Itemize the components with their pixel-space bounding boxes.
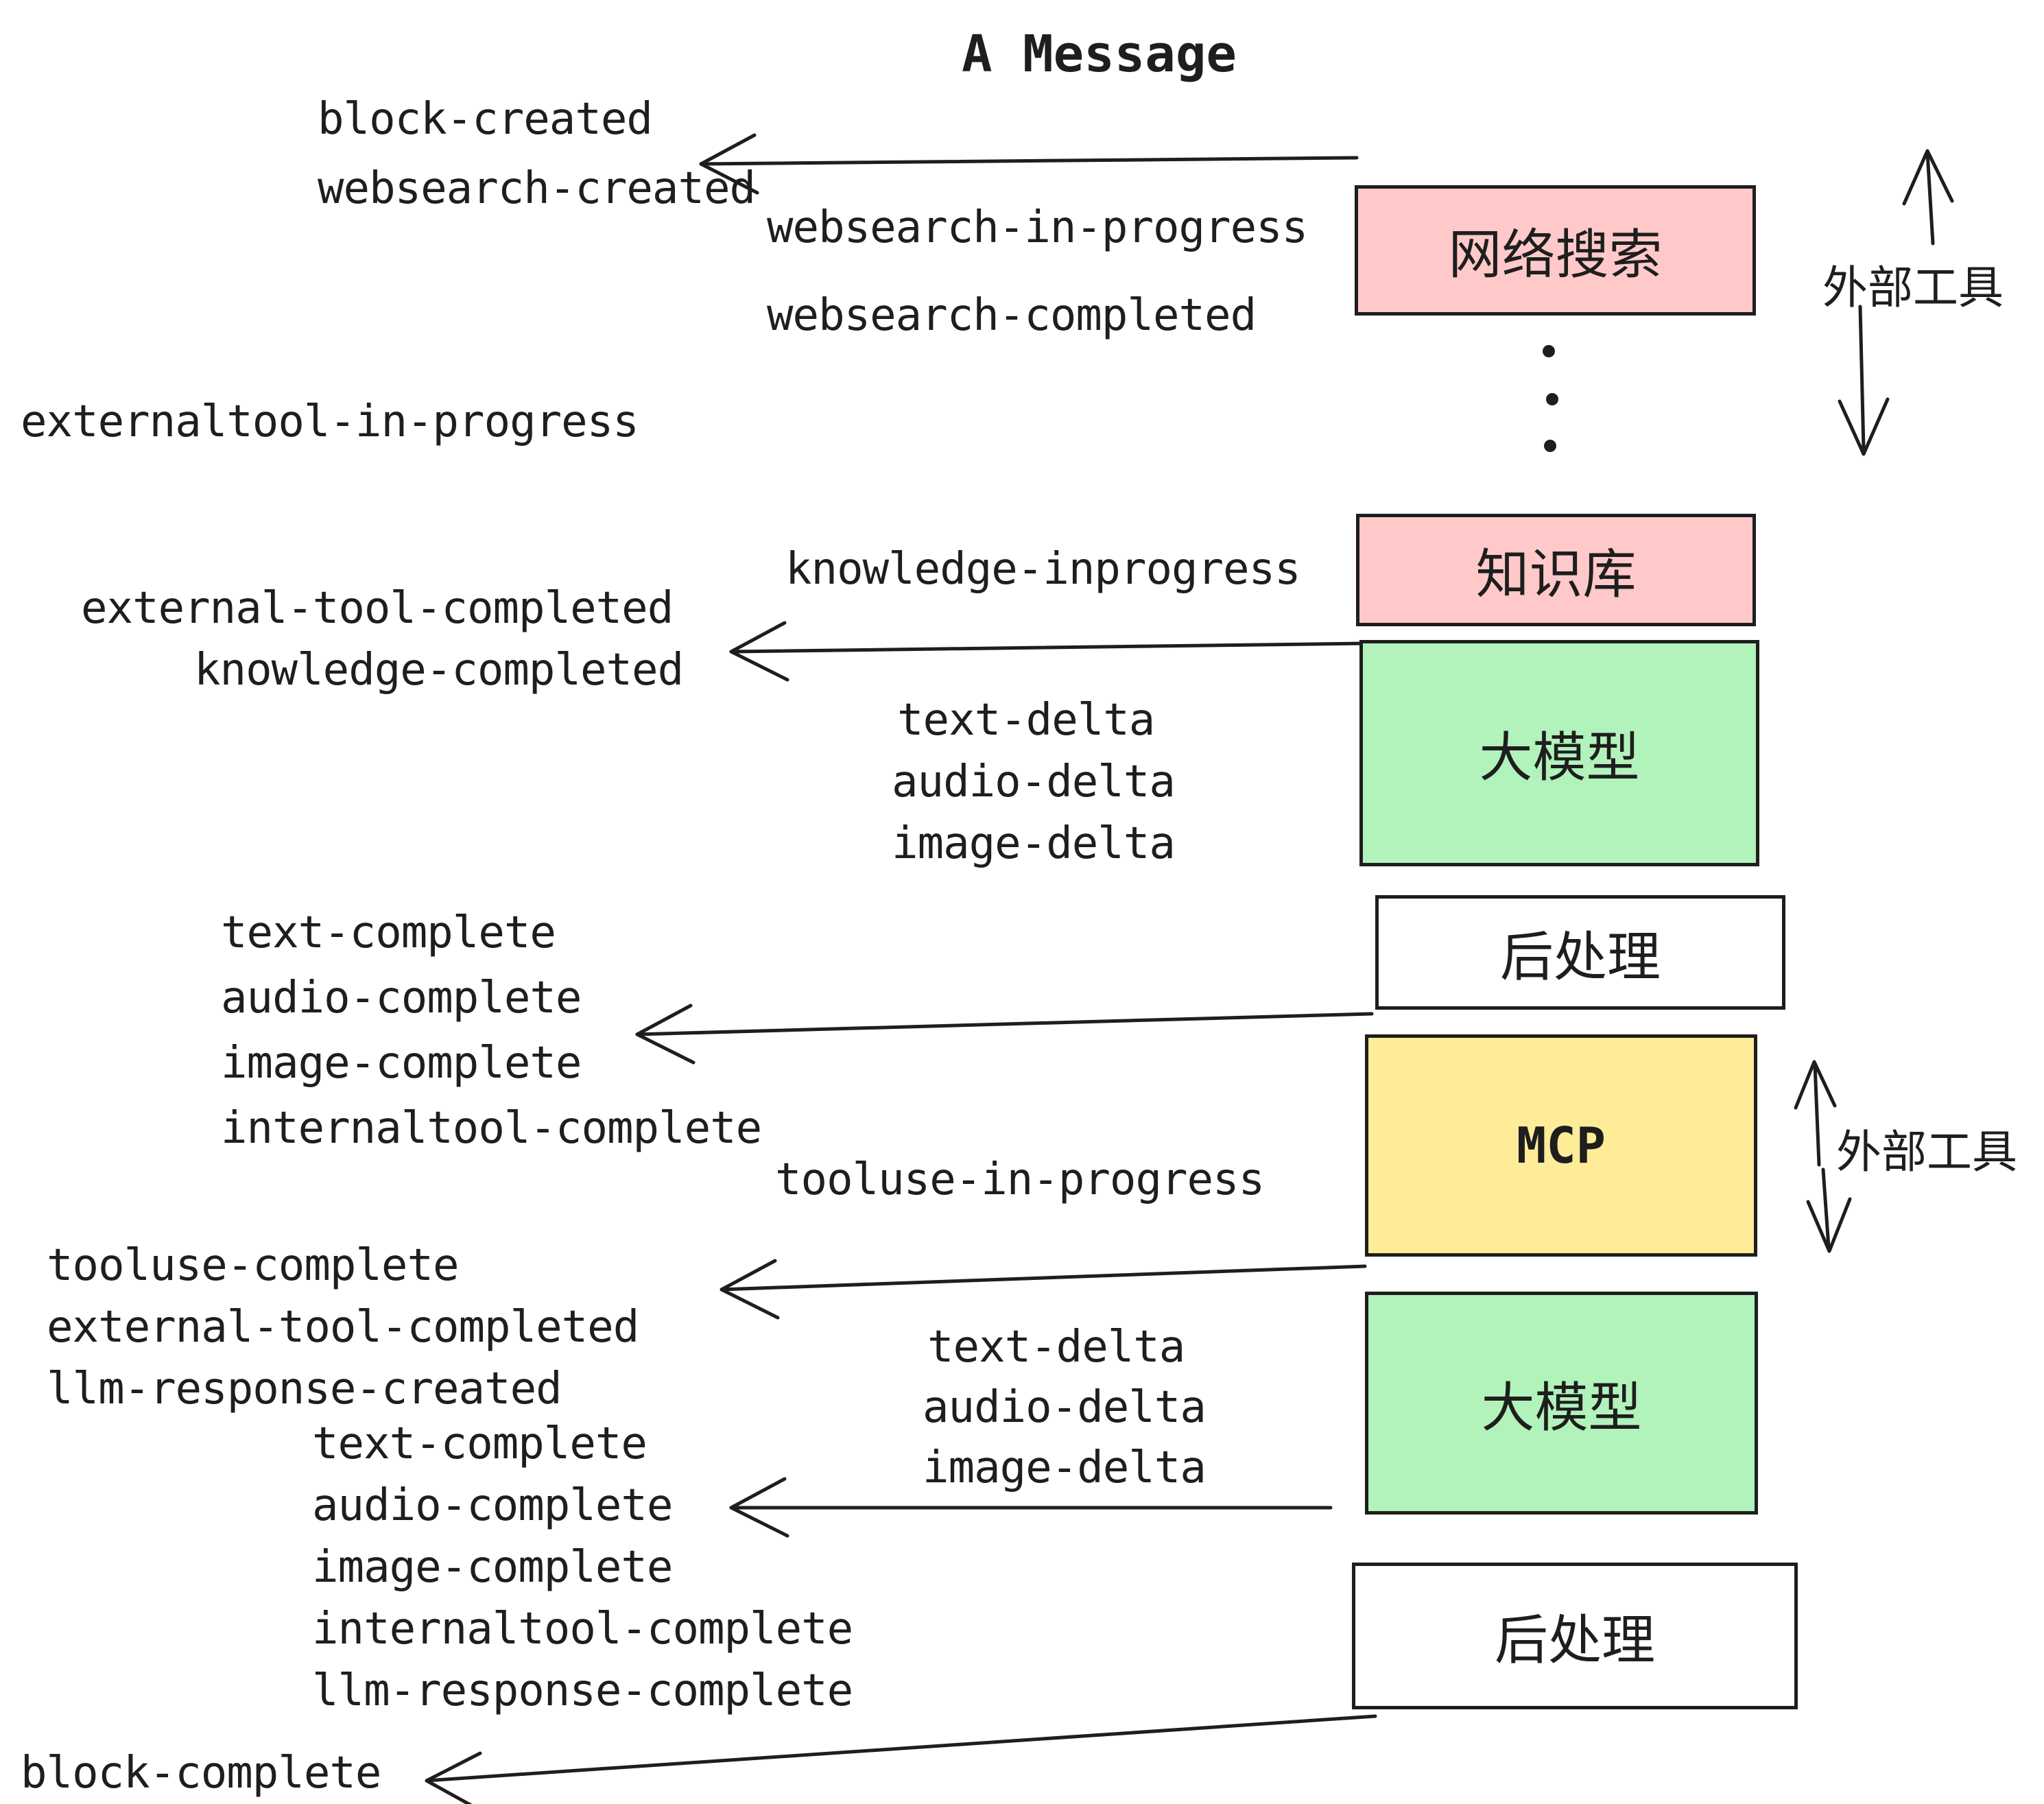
arrow-to-image-complete bbox=[635, 1004, 1374, 1065]
box-postprocess-1-label: 后处理 bbox=[1499, 926, 1661, 987]
box-websearch-label: 网络搜索 bbox=[1448, 224, 1663, 285]
external-tools-top-up-arrow bbox=[1902, 149, 1954, 246]
diagram-title: A Message bbox=[962, 25, 1237, 84]
external-tools-top-label: 外部工具 bbox=[1822, 262, 2004, 313]
event-label-external-tool-completed-1: external-tool-completed bbox=[81, 583, 674, 634]
external-tools-bottom-up-arrow bbox=[1794, 1060, 1837, 1167]
event-label-image-delta-2: image-delta bbox=[923, 1443, 1207, 1493]
event-label-knowledge-inprogress: knowledge-inprogress bbox=[785, 544, 1301, 595]
box-llm-1-label: 大模型 bbox=[1479, 727, 1640, 787]
box-postprocess-2-label: 后处理 bbox=[1494, 1610, 1655, 1670]
box-knowledge: 知识库 bbox=[1356, 514, 1756, 626]
box-knowledge-label: 知识库 bbox=[1475, 544, 1637, 604]
event-label-image-complete-2: image-complete bbox=[312, 1542, 673, 1593]
event-label-block-complete: block-complete bbox=[21, 1748, 381, 1799]
arrow-to-tooluse-complete bbox=[720, 1259, 1367, 1320]
event-label-audio-complete-2: audio-complete bbox=[312, 1480, 673, 1531]
arrow-to-block-complete bbox=[425, 1714, 1377, 1804]
event-label-image-complete-1: image-complete bbox=[221, 1038, 582, 1089]
box-mcp: MCP bbox=[1365, 1034, 1757, 1257]
box-websearch: 网络搜索 bbox=[1355, 185, 1756, 316]
external-tools-bottom-label: 外部工具 bbox=[1836, 1126, 2017, 1177]
ellipsis-dots bbox=[1543, 345, 1558, 452]
event-label-text-delta-2: text-delta bbox=[927, 1322, 1185, 1373]
event-label-audio-delta-1: audio-delta bbox=[892, 757, 1176, 807]
event-label-internaltool-complete-1: internaltool-complete bbox=[221, 1103, 762, 1154]
event-label-text-delta-1: text-delta bbox=[897, 695, 1155, 746]
arrow-to-knowledge-completed bbox=[729, 621, 1366, 682]
event-label-llm-response-complete: llm-response-complete bbox=[312, 1665, 853, 1716]
box-postprocess-2: 后处理 bbox=[1352, 1563, 1798, 1709]
event-label-audio-delta-2: audio-delta bbox=[923, 1382, 1207, 1433]
event-label-image-delta-1: image-delta bbox=[892, 818, 1176, 869]
event-label-tooluse-complete: tooluse-complete bbox=[47, 1240, 459, 1291]
external-tools-bottom-down-arrow bbox=[1806, 1167, 1852, 1253]
event-label-text-complete-2: text-complete bbox=[312, 1419, 647, 1469]
event-label-tooluse-in-progress: tooluse-in-progress bbox=[775, 1154, 1265, 1205]
external-tools-top-down-arrow bbox=[1838, 305, 1890, 456]
event-label-external-tool-completed-2: external-tool-completed bbox=[47, 1302, 639, 1353]
event-label-internaltool-complete-2: internaltool-complete bbox=[312, 1604, 853, 1654]
event-label-websearch-created: websearch-created bbox=[318, 163, 756, 214]
arrow-to-audio-complete bbox=[729, 1477, 1333, 1538]
arrow-to-block-created bbox=[699, 133, 1359, 195]
box-llm-2: 大模型 bbox=[1365, 1292, 1758, 1515]
event-label-llm-response-created: llm-response-created bbox=[47, 1364, 562, 1414]
event-label-audio-complete-1: audio-complete bbox=[221, 973, 582, 1023]
event-label-text-complete-1: text-complete bbox=[221, 907, 556, 958]
event-label-externaltool-in-progress: externaltool-in-progress bbox=[21, 396, 639, 447]
event-label-knowledge-completed: knowledge-completed bbox=[194, 645, 684, 696]
box-mcp-label: MCP bbox=[1516, 1117, 1606, 1174]
box-postprocess-1: 后处理 bbox=[1375, 895, 1785, 1010]
event-label-websearch-in-progress: websearch-in-progress bbox=[767, 202, 1308, 253]
box-llm-2-label: 大模型 bbox=[1481, 1377, 1642, 1438]
event-label-block-created: block-created bbox=[318, 94, 653, 145]
box-llm-1: 大模型 bbox=[1359, 640, 1759, 866]
event-label-websearch-completed: websearch-completed bbox=[767, 290, 1257, 341]
